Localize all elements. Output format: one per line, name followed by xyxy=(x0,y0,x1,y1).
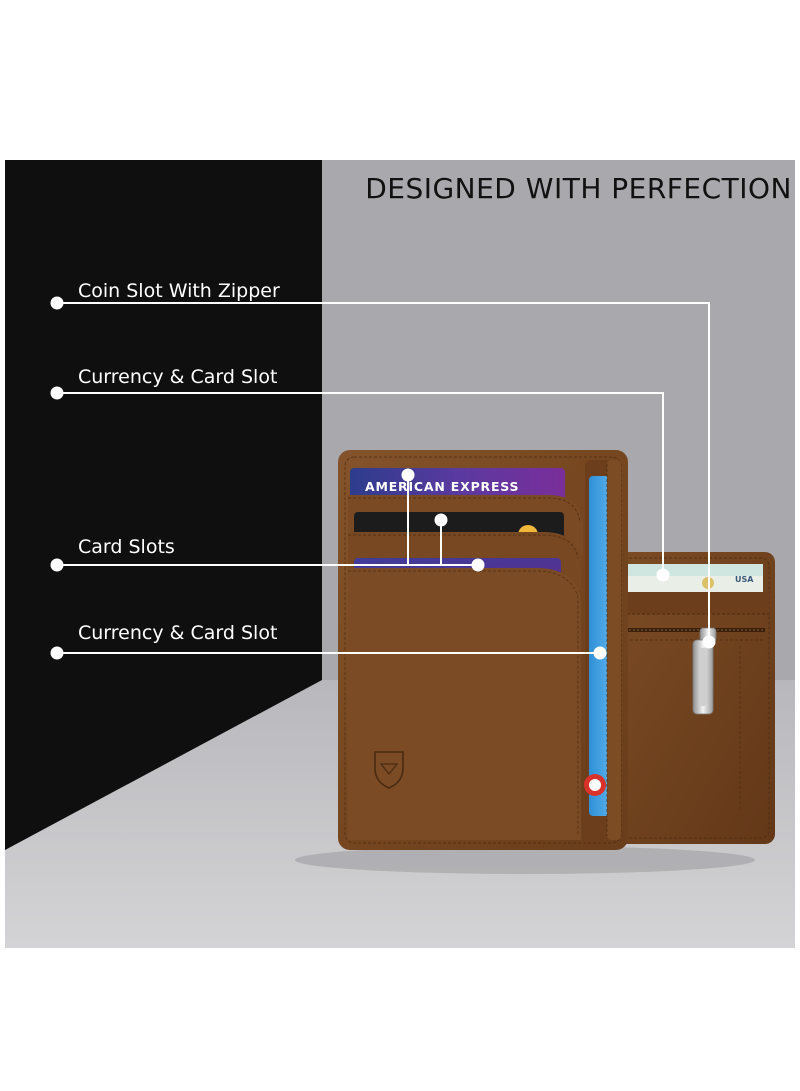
dark-backdrop xyxy=(5,160,322,850)
wallet-illustration: USA xyxy=(5,160,795,948)
amex-card-brand: AMERICAN EXPRESS xyxy=(365,479,519,494)
callout-dot-icon xyxy=(471,558,485,572)
callout-dot-icon xyxy=(50,296,64,310)
callout-dot-icon xyxy=(656,568,670,582)
callout-dot-icon xyxy=(702,635,716,649)
callout-dot-icon xyxy=(50,386,64,400)
callout-label-coin-slot: Coin Slot With Zipper xyxy=(78,280,280,302)
shield-logo-icon xyxy=(374,751,404,789)
callout-dots xyxy=(50,296,716,660)
wallet-shadow xyxy=(295,846,755,874)
callout-lines xyxy=(57,302,710,654)
callout-dot-icon xyxy=(50,558,64,572)
callout-label-card-slots: Card Slots xyxy=(78,536,175,558)
back-wallet: USA xyxy=(610,552,775,844)
headline: DESIGNED WITH PERFECTION xyxy=(365,172,792,205)
blue-card xyxy=(589,476,611,816)
callout-dot-icon xyxy=(434,513,448,527)
callout-dot-icon xyxy=(50,646,64,660)
callout-label-currency-card-slot-front: Currency & Card Slot xyxy=(78,622,278,644)
id-card-country: USA xyxy=(735,575,754,584)
front-wallet: AMERICAN EXPRESS xyxy=(338,450,628,850)
callout-line-2 xyxy=(57,392,664,575)
feature-panel: USA xyxy=(5,160,795,948)
callout-dot-icon xyxy=(401,468,415,482)
callout-line-1 xyxy=(57,302,710,642)
callout-dot-icon xyxy=(593,646,607,660)
callout-label-currency-card-slot-back: Currency & Card Slot xyxy=(78,366,278,388)
